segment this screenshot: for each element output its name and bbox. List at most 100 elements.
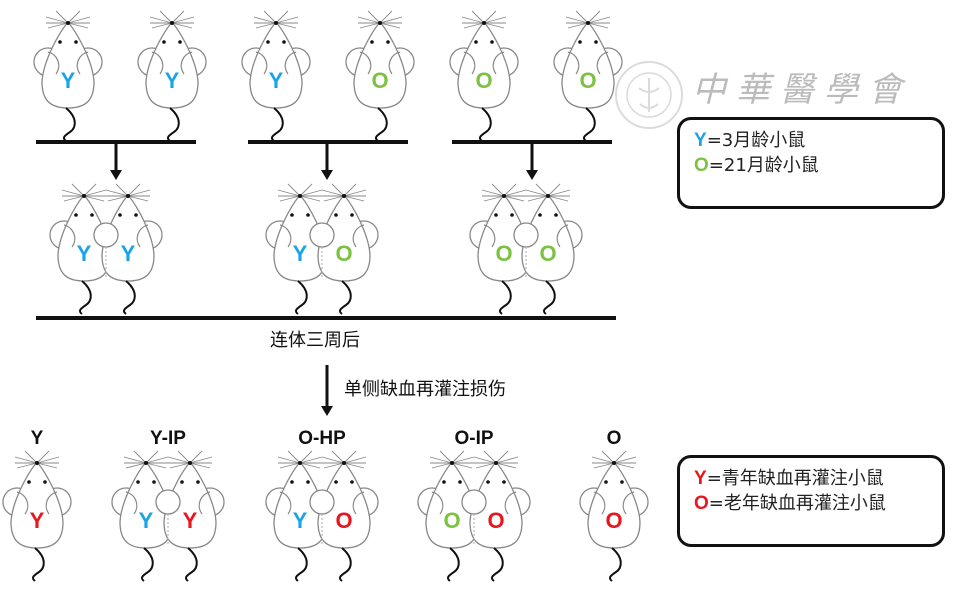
mouse-nose bbox=[502, 194, 506, 198]
mouse-eye bbox=[458, 480, 462, 484]
mouse-whisker bbox=[107, 195, 129, 202]
mouse-whisker bbox=[613, 450, 627, 464]
mouse-whisker bbox=[171, 22, 193, 29]
mouse-whisker bbox=[613, 456, 637, 464]
mouse-whisker bbox=[343, 462, 365, 469]
mouse-icon: O bbox=[553, 10, 623, 142]
mouse-eye bbox=[290, 213, 294, 217]
society-seal-icon bbox=[615, 61, 683, 129]
mouse-icon: Y bbox=[2, 450, 72, 582]
mouse-body bbox=[10, 460, 64, 549]
mouse-whisker bbox=[461, 16, 485, 24]
joined-ear bbox=[93, 222, 119, 248]
mouse-eye bbox=[620, 480, 624, 484]
mouse-icon: O bbox=[449, 10, 519, 142]
mouse-whisker bbox=[503, 195, 525, 202]
mouse-ear-inner bbox=[463, 51, 476, 75]
mouse-whisker bbox=[189, 450, 203, 464]
mouse-letter: Y bbox=[121, 241, 136, 266]
mouse-whisker bbox=[343, 195, 365, 202]
joined-ear bbox=[309, 222, 335, 248]
mouse-icon: Y bbox=[265, 450, 327, 582]
mouse-eye bbox=[604, 480, 608, 484]
mouse-whisker bbox=[451, 450, 465, 464]
mouse-ear-inner bbox=[359, 51, 372, 75]
mouse-whisker bbox=[357, 16, 381, 24]
mouse-icon: Y bbox=[137, 10, 207, 142]
mouse-tail bbox=[374, 107, 388, 142]
mouse-whisker bbox=[61, 189, 85, 197]
mouse-whisker bbox=[321, 456, 345, 464]
mouse-eye bbox=[486, 480, 490, 484]
mouse-whisker bbox=[279, 462, 301, 469]
mouse-whisker bbox=[331, 183, 345, 197]
mouse-whisker bbox=[471, 10, 485, 24]
mouse-body bbox=[353, 20, 407, 109]
mouse-eye bbox=[350, 480, 354, 484]
mouse-eye bbox=[334, 213, 338, 217]
legend-item-old-injured: O=老年缺血再灌注小鼠 bbox=[694, 491, 928, 516]
mouse-nose bbox=[378, 21, 382, 25]
mouse-whisker bbox=[171, 16, 195, 24]
mouse-eye bbox=[442, 480, 446, 484]
mouse-whisker bbox=[503, 189, 527, 197]
mouse-whisker bbox=[593, 462, 615, 469]
mouse-eye bbox=[306, 213, 310, 217]
mouse-whisker bbox=[167, 456, 191, 464]
mouse-body bbox=[587, 460, 641, 549]
mouse-icon: Y bbox=[33, 10, 103, 142]
mouse-nose bbox=[586, 21, 590, 25]
legend-text: =青年缺血再灌注小鼠 bbox=[706, 468, 884, 489]
legend-injury: Y=青年缺血再灌注小鼠 O=老年缺血再灌注小鼠 bbox=[677, 455, 945, 547]
mouse-whisker bbox=[83, 195, 105, 202]
mouse-letter: O bbox=[495, 241, 512, 266]
mouse-tail bbox=[338, 547, 352, 582]
mouse-tail bbox=[31, 547, 45, 582]
mouse-tail bbox=[338, 280, 352, 315]
legend-item-old: O=21月龄小鼠 bbox=[694, 153, 928, 178]
mouse-whisker bbox=[323, 195, 345, 202]
mouse-ear-inner bbox=[63, 224, 76, 248]
mouse-ear-inner bbox=[622, 491, 635, 515]
mouse-letter: Y bbox=[183, 508, 198, 533]
mouse-icon: O bbox=[317, 450, 379, 582]
mouse-ear-inner bbox=[431, 491, 444, 515]
mouse-nose bbox=[66, 21, 70, 25]
mouse-whisker bbox=[169, 462, 191, 469]
mouse-body bbox=[41, 20, 95, 109]
mouse-letter: Y bbox=[293, 241, 308, 266]
mouse-whisker bbox=[591, 456, 615, 464]
mouse-ear-inner bbox=[504, 491, 517, 515]
mouse-tail bbox=[140, 547, 154, 582]
mouse-letter: O bbox=[487, 508, 504, 533]
mouse-whisker bbox=[127, 189, 151, 197]
mouse-letter: Y bbox=[77, 241, 92, 266]
mouse-whisker bbox=[323, 462, 345, 469]
mouse-whisker bbox=[299, 195, 321, 202]
mouse-whisker bbox=[613, 462, 635, 469]
mouse-eye bbox=[350, 213, 354, 217]
legend-letter: O bbox=[694, 155, 709, 176]
mouse-nose bbox=[170, 21, 174, 25]
mouse-whisker bbox=[275, 16, 299, 24]
mouse-whisker bbox=[189, 462, 211, 469]
mouse-whisker bbox=[343, 456, 367, 464]
mouse-whisker bbox=[279, 195, 301, 202]
mouse-nose bbox=[274, 21, 278, 25]
mouse-nose bbox=[298, 194, 302, 198]
mouse-icon: Y bbox=[163, 450, 225, 582]
joined-ear bbox=[309, 489, 335, 515]
group-label-y-ip: Y-IP bbox=[150, 428, 186, 449]
mouse-whisker bbox=[565, 16, 589, 24]
mouse-whisker bbox=[483, 450, 497, 464]
arrow-join-head bbox=[110, 170, 122, 180]
mouse-whisker bbox=[439, 450, 453, 464]
mouse-icon: Y bbox=[49, 183, 111, 315]
mouse-eye bbox=[370, 40, 374, 44]
mouse-letter: O bbox=[443, 508, 460, 533]
mouse-eye bbox=[196, 480, 200, 484]
mouse-whisker bbox=[115, 183, 129, 197]
mouse-eye bbox=[386, 40, 390, 44]
mouse-tail bbox=[498, 280, 512, 315]
mouse-icon: O bbox=[469, 450, 531, 582]
